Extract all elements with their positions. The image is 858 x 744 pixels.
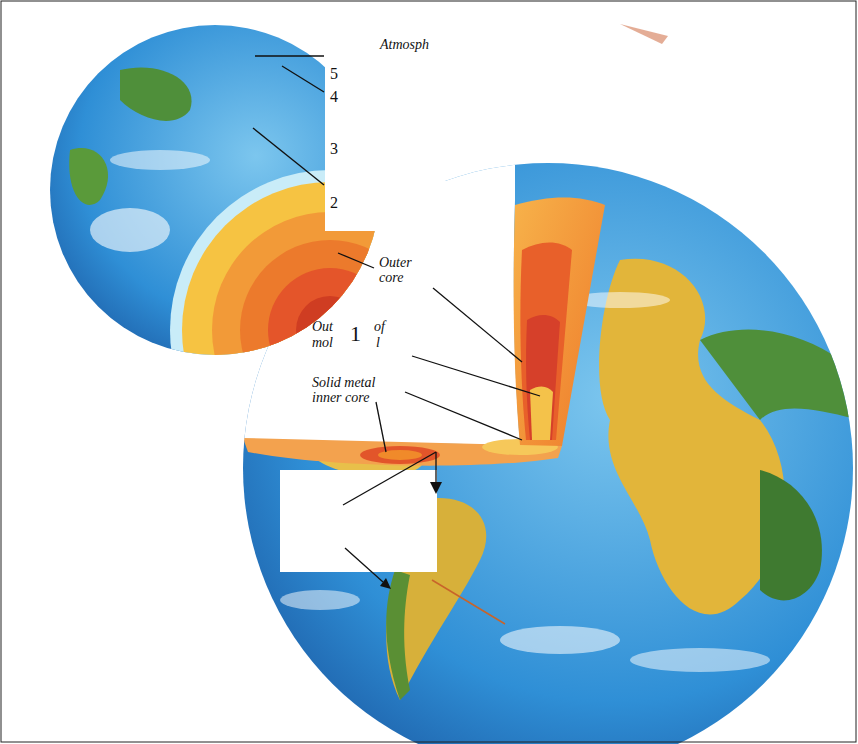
callout-number: 2 [330, 195, 338, 212]
callout-number: 4 [330, 89, 338, 106]
leader-lines [253, 56, 540, 582]
callout-number: 1 [350, 322, 361, 345]
callout-number: 3 [330, 141, 338, 158]
cut-globe-piece [40, 20, 490, 490]
layer-label: Outer core [379, 256, 419, 285]
atmosphere-label: Atmosph [380, 38, 429, 53]
layer-label: l [376, 336, 380, 351]
layer-label: Solid metal inner core [312, 376, 394, 405]
layer-label: Out [312, 320, 333, 335]
layer-label: of [374, 320, 385, 335]
layer-label: mol [312, 336, 333, 351]
callout-number: 5 [330, 66, 338, 83]
